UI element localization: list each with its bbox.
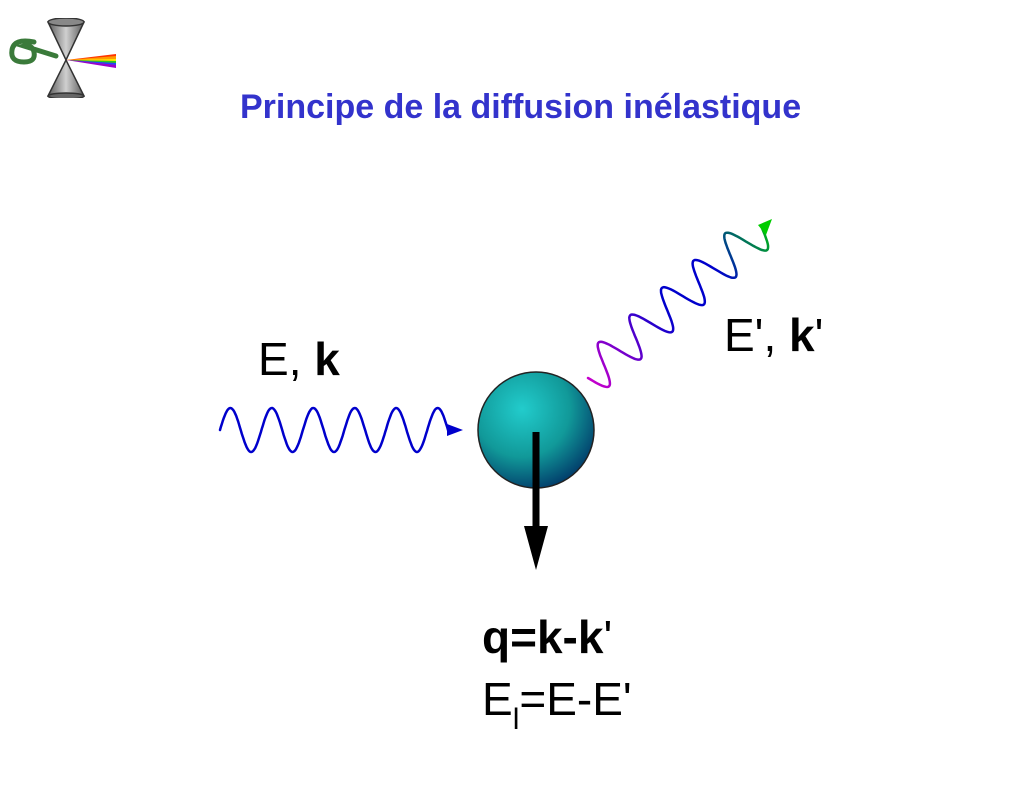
scattered-wavevector-prime: ' xyxy=(814,309,824,361)
scattered-wavevector: k xyxy=(789,309,815,361)
scattered-label: E', k' xyxy=(724,312,823,358)
scattered-separator: , xyxy=(763,309,790,361)
incident-label: E, k xyxy=(258,336,340,382)
light-cone-prism-logo-icon xyxy=(9,18,116,98)
energy-transfer-label: El=E-E' xyxy=(482,676,632,735)
incident-energy: E xyxy=(258,333,289,385)
momentum-transfer-equation: q=k-k xyxy=(482,611,604,663)
scattered-wave-arrowhead xyxy=(758,219,772,235)
energy-transfer-equation: =E-E' xyxy=(519,673,632,725)
momentum-transfer-arrowhead xyxy=(524,526,548,570)
energy-transfer-subscript: l xyxy=(512,703,520,736)
momentum-transfer-prime: ' xyxy=(603,611,613,663)
energy-transfer-symbol: E xyxy=(482,673,513,725)
incident-wavevector: k xyxy=(314,333,340,385)
momentum-transfer-label: q=k-k' xyxy=(482,614,612,660)
incident-wave-arrowhead xyxy=(447,424,463,436)
slide-title: Principe de la diffusion inélastique xyxy=(240,88,802,126)
scattered-energy: E' xyxy=(724,309,764,361)
incident-wave xyxy=(218,406,454,454)
incident-separator: , xyxy=(288,333,315,385)
scattered-wave xyxy=(586,226,770,389)
